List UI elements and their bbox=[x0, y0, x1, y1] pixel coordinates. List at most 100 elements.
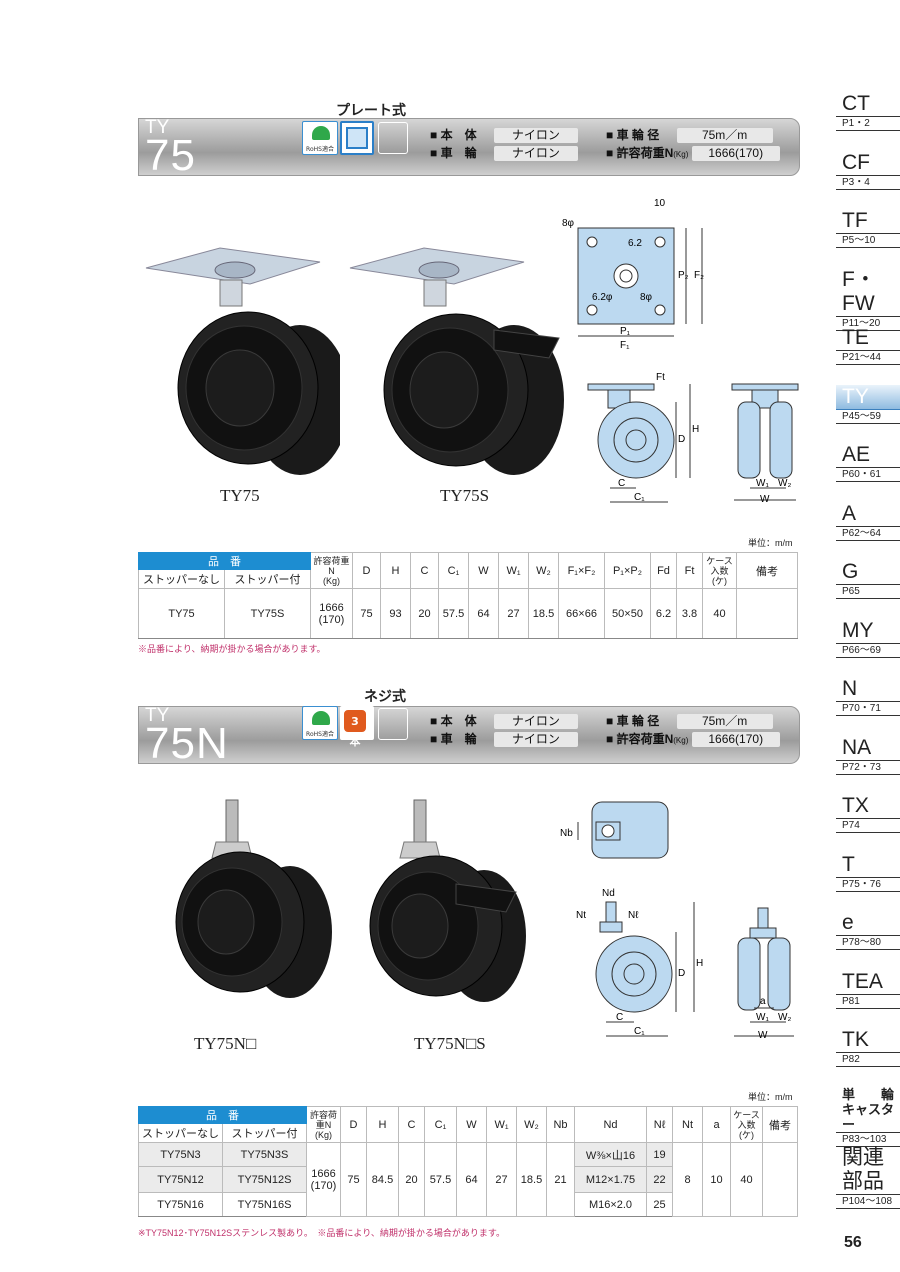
s1-series: TY bbox=[145, 117, 170, 138]
dim-f1: F₁ bbox=[620, 340, 630, 351]
sidebar-code: TF bbox=[836, 209, 900, 234]
screw-mount-icon: 3本 bbox=[340, 706, 374, 748]
s1-mount-type: プレート式 bbox=[336, 102, 406, 118]
s2-note: ※TY75N12･TY75N12Sステンレス製あり。 ※品番により、納期が掛かる… bbox=[138, 1228, 505, 1238]
sidebar-pages: P11〜20 bbox=[836, 317, 900, 331]
s1-plate-diagram: 8φ 10 6.2 6.2φ 8φ P₁ F₁ P₂ F₂ bbox=[562, 198, 704, 351]
sidebar-code: TY bbox=[836, 384, 900, 410]
sidebar-pages: P104〜108 bbox=[836, 1195, 900, 1209]
th-load-2: 許容荷重N(Kg) bbox=[306, 1106, 341, 1143]
row3-model-b: TY75N16S bbox=[222, 1192, 307, 1217]
th-col: H bbox=[380, 552, 411, 589]
s2-rohs-badge: RoHS適合 bbox=[302, 706, 338, 740]
ty75ns-caster-photo bbox=[369, 799, 526, 1002]
th-col: Nt bbox=[672, 1106, 703, 1143]
th-remark-2: 備考 bbox=[762, 1106, 798, 1143]
s2-spec-load: ■ 許容荷重N(Kg) 1666(170) bbox=[606, 730, 780, 747]
s1-note: ※品番により、納期が掛かる場合があります。 bbox=[138, 644, 326, 654]
dim-w: W bbox=[760, 494, 770, 505]
sidebar-code: T bbox=[836, 853, 900, 878]
dim-6-2: 6.2 bbox=[628, 238, 642, 249]
sidebar-pages: P70・71 bbox=[836, 702, 900, 716]
th-stopper-2: ストッパー付 bbox=[222, 1123, 307, 1143]
th-col: C₁ bbox=[438, 552, 469, 589]
cell-val: 27 bbox=[498, 588, 529, 639]
cell-val: 3.8 bbox=[676, 588, 703, 639]
sidebar-code: TK bbox=[836, 1028, 900, 1053]
th-col: Nb bbox=[546, 1106, 575, 1143]
leaf-icon bbox=[312, 711, 330, 725]
caption-ty75ns: TY75N□S bbox=[414, 1034, 486, 1053]
s1-unit: 単位：m/m bbox=[748, 538, 793, 548]
dim-8phi: 8φ bbox=[640, 292, 653, 303]
plate-mount-icon bbox=[340, 121, 374, 155]
th-col: W bbox=[468, 552, 499, 589]
s1-rohs-badge: RoHS適合 bbox=[302, 121, 338, 155]
sidebar-code: e bbox=[836, 911, 900, 936]
th-col: W₁ bbox=[486, 1106, 517, 1143]
th-col: D bbox=[352, 552, 381, 589]
sidebar-code: CF bbox=[836, 151, 900, 176]
cell-val: 57.5 bbox=[438, 588, 469, 639]
dim-w2-2: W₂ bbox=[778, 1012, 791, 1023]
cell-val: 6.2 bbox=[650, 588, 677, 639]
sidebar-pages: P66〜69 bbox=[836, 644, 900, 658]
th-col: W₂ bbox=[516, 1106, 547, 1143]
sidebar-pages: P65 bbox=[836, 585, 900, 599]
th-stopper: ストッパー付 bbox=[224, 569, 311, 589]
th-col: W bbox=[456, 1106, 487, 1143]
s1-model: 75 bbox=[145, 131, 196, 180]
dim-f2: F₂ bbox=[694, 270, 704, 281]
s2-spec-body: ■ 本 体 ナイロン bbox=[430, 712, 578, 729]
s2-series: TY bbox=[145, 705, 170, 726]
sidebar-code: TEA bbox=[836, 970, 900, 995]
cell-val: 75 bbox=[352, 588, 381, 639]
leaf-icon bbox=[312, 126, 330, 140]
s1-header-band: TY 75 bbox=[138, 117, 800, 180]
row2-model-a: TY75N12 bbox=[138, 1166, 223, 1193]
dim-h2: H bbox=[696, 958, 703, 969]
dim-h: H bbox=[692, 424, 699, 435]
row1-nd: W⅜×山16 bbox=[574, 1142, 647, 1167]
dim-8phi-top: 8φ bbox=[562, 218, 575, 229]
dim-w-2: W bbox=[758, 1030, 768, 1041]
ty75s-caster-photo bbox=[349, 247, 564, 475]
sidebar-code: 関連部品 bbox=[836, 1146, 900, 1195]
sidebar-code: G bbox=[836, 560, 900, 585]
sidebar-pages: P62〜64 bbox=[836, 527, 900, 541]
s2-spec-diameter: ■ 車 輪 径 75m／m bbox=[606, 712, 773, 729]
dim-d: D bbox=[678, 434, 685, 445]
s1-front-diagram: W₁ W₂ W bbox=[731, 383, 799, 505]
dim-c2: C bbox=[616, 1012, 623, 1023]
caption-ty75: TY75 bbox=[220, 486, 260, 505]
row3-nd: M16×2.0 bbox=[574, 1192, 647, 1217]
s1-side-diagram: Ft D H C C₁ bbox=[587, 372, 699, 503]
s2-side-diagram: Nd Nt Nℓ D H C C₁ bbox=[576, 888, 703, 1037]
th-no-stopper: ストッパーなし bbox=[138, 569, 225, 589]
cell-val: 93 bbox=[380, 588, 411, 639]
cell-load-2: 1666(170) bbox=[306, 1142, 341, 1217]
dim-w2: W₂ bbox=[778, 478, 791, 489]
th-col: Fd bbox=[650, 552, 677, 589]
